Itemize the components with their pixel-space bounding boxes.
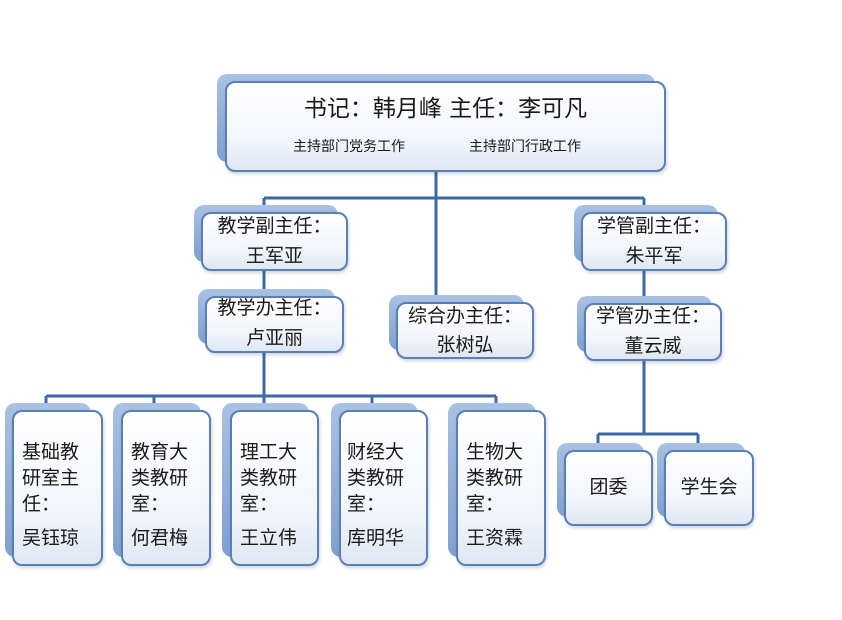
teaching-office-title: 教学办主任： — [217, 297, 332, 319]
student-vp-title: 学管副主任： — [596, 215, 711, 237]
research-room-label-line: 财经大 — [347, 441, 405, 463]
research-room-label-line: 教育大 — [131, 441, 189, 463]
research-room-label-line: 研室主 — [22, 467, 80, 489]
research-room-label-line: 室： — [347, 493, 386, 515]
student-union-label: 学生会 — [680, 476, 738, 498]
secretary-duty-text: 主持部门党务工作 — [293, 139, 405, 155]
research-room-label-line: 类教研 — [466, 467, 524, 489]
research-room-head-name: 吴钰琼 — [22, 527, 80, 549]
research-room-label-line: 基础教 — [22, 441, 80, 463]
research-room-label-line: 生物大 — [466, 441, 524, 463]
research-room-label-line: 室： — [131, 493, 170, 515]
research-room-label-line: 任： — [22, 493, 61, 515]
research-room-label-line: 室： — [466, 493, 505, 515]
research-room-label-line: 类教研 — [131, 467, 189, 489]
student-office-name: 董云威 — [624, 335, 682, 357]
general-office-title: 综合办主任： — [407, 305, 522, 327]
research-room-head-name: 何君梅 — [131, 527, 189, 549]
research-room-label-line: 室： — [240, 493, 279, 515]
teaching-vp-name: 王军亚 — [245, 245, 303, 267]
research-room-head-name: 王立伟 — [240, 527, 298, 549]
student-vp-name: 朱平军 — [625, 245, 683, 267]
research-room-head-name: 库明华 — [347, 527, 405, 549]
teaching-vp-title: 教学副主任： — [217, 215, 332, 237]
research-room-label-line: 类教研 — [347, 467, 405, 489]
student-office-title: 学管办主任： — [595, 305, 710, 327]
research-room-label-line: 理工大 — [240, 441, 298, 463]
research-room-head-name: 王资霖 — [466, 527, 524, 549]
top-leaders-text: 书记：韩月峰 主任：李可凡 — [303, 96, 588, 122]
general-office-name: 张树弘 — [436, 334, 494, 356]
youth-league-label: 团委 — [589, 476, 628, 498]
teaching-office-name: 卢亚丽 — [245, 327, 303, 349]
research-room-label-line: 类教研 — [240, 467, 298, 489]
director-duty-text: 主持部门行政工作 — [469, 139, 581, 155]
